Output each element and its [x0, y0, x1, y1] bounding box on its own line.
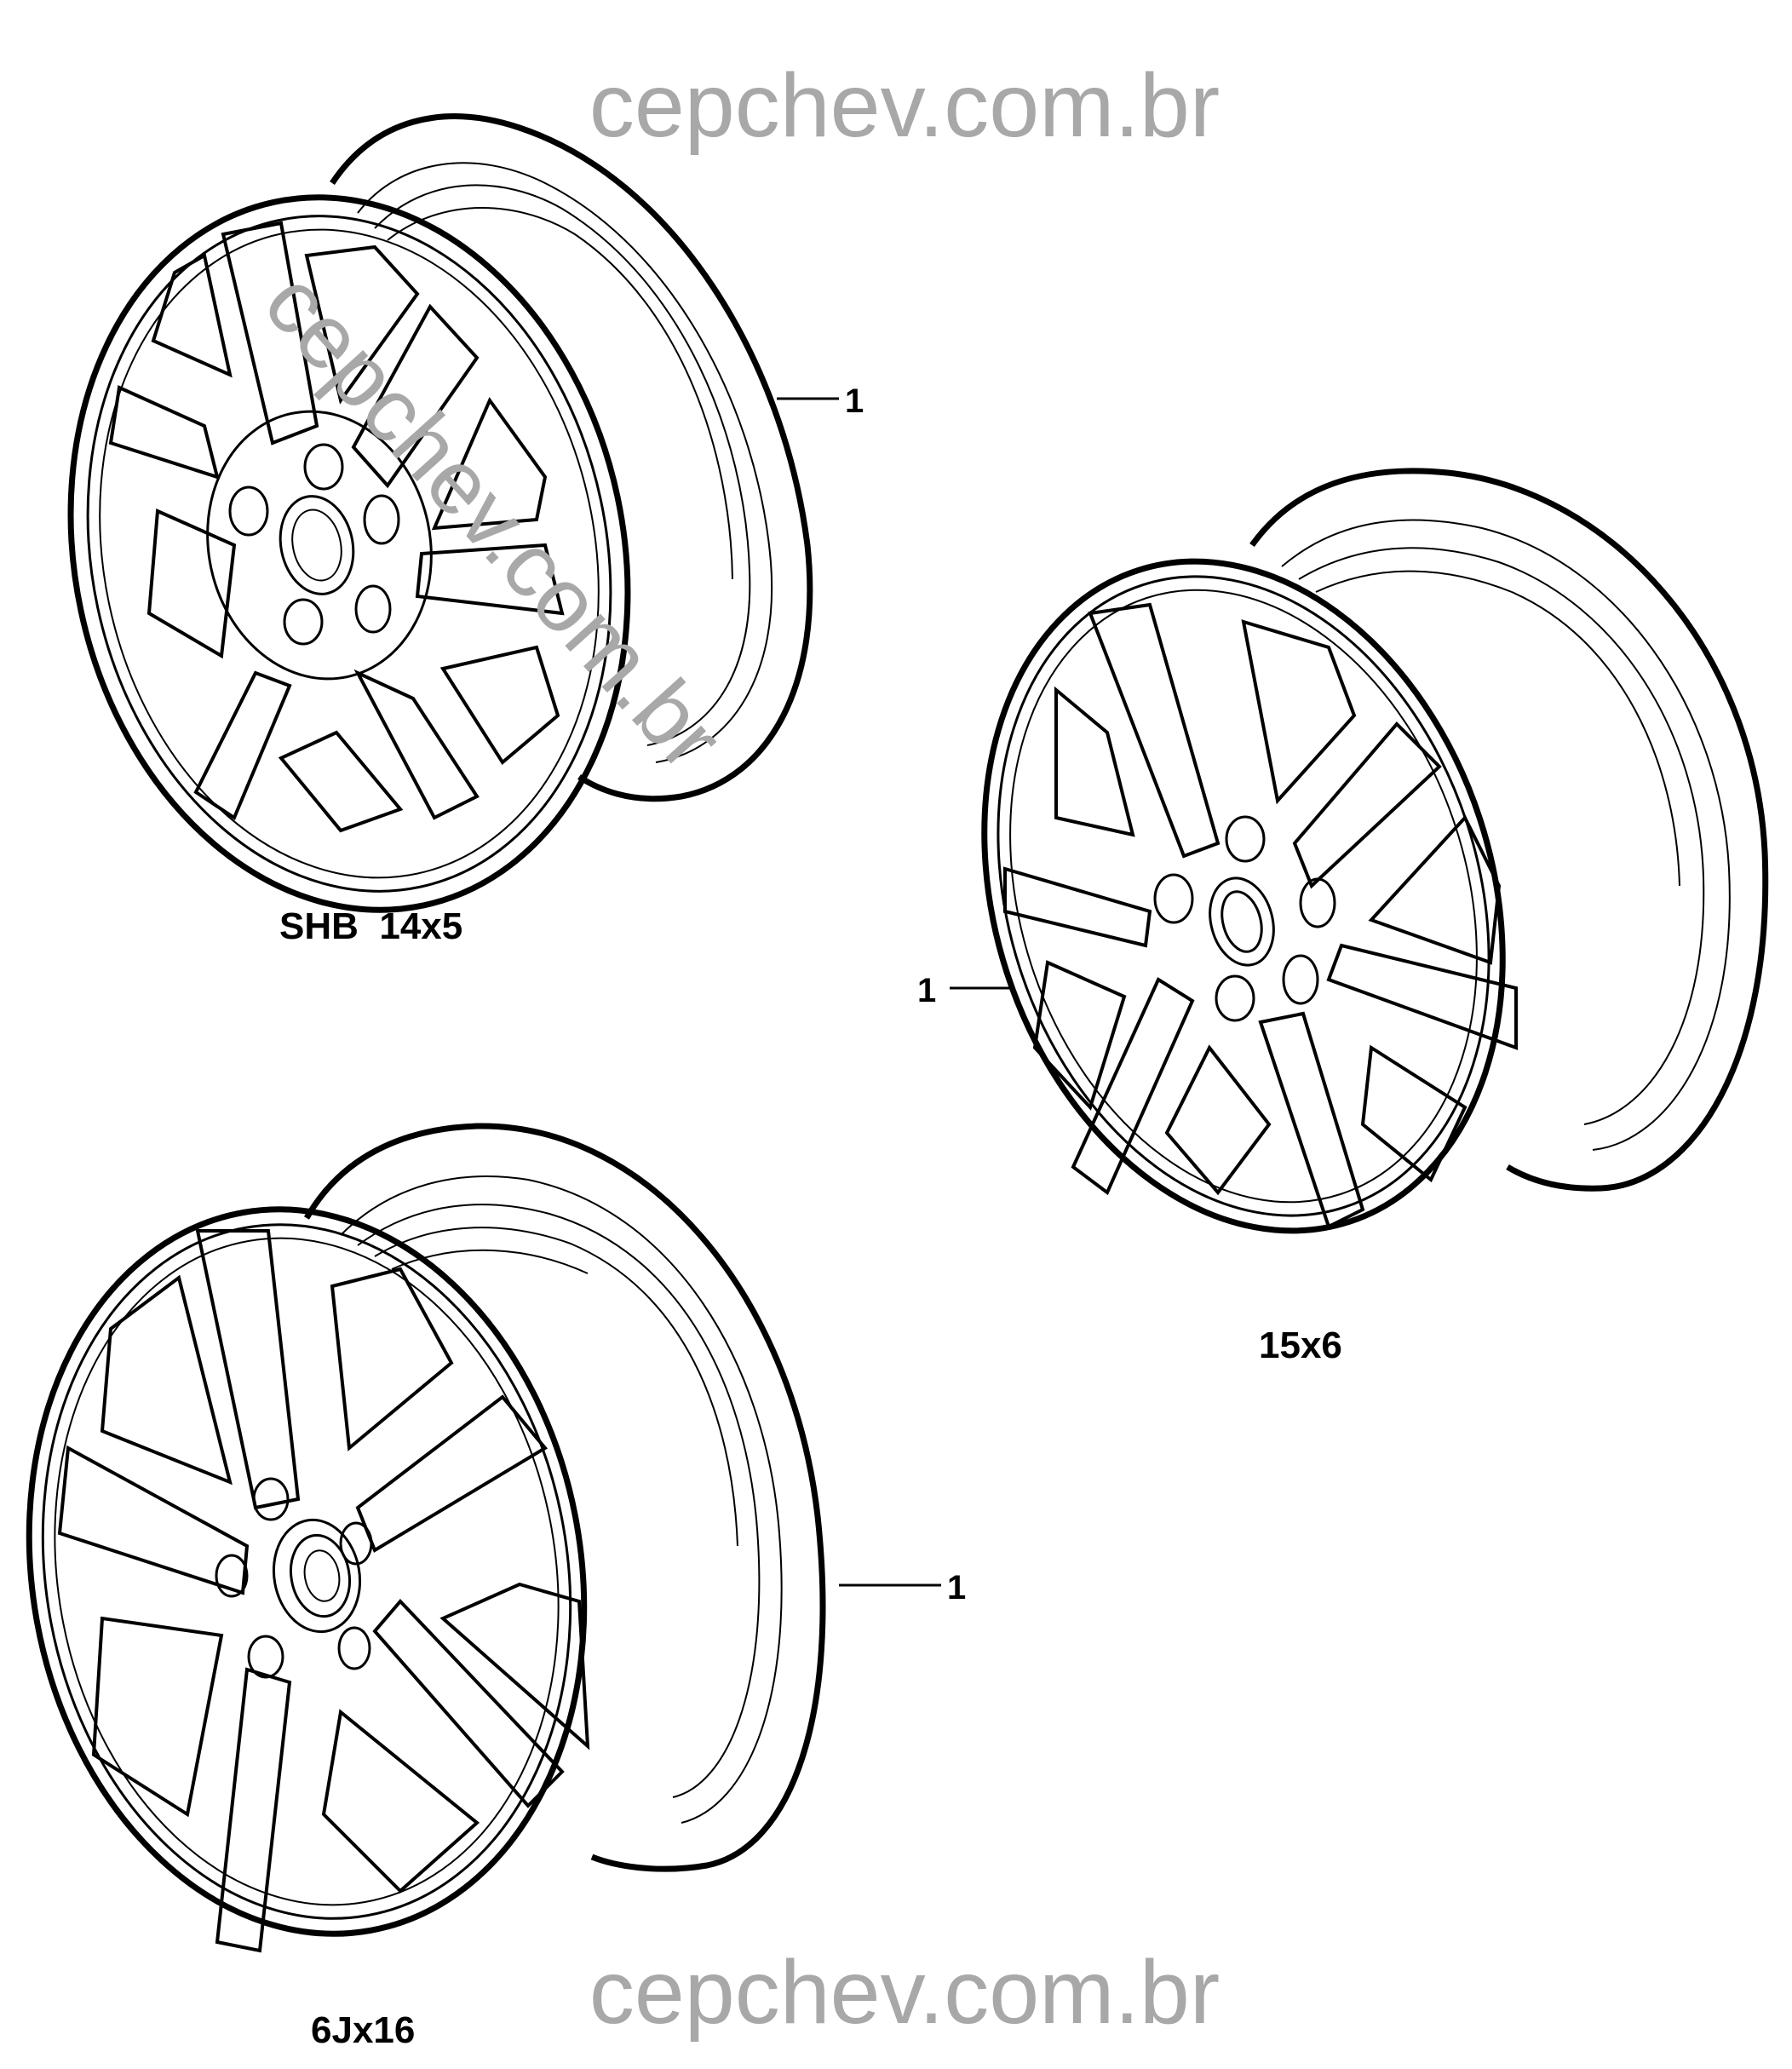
wheel-15x6 — [950, 468, 1769, 1234]
callout-number: 1 — [845, 382, 864, 420]
watermark-bottom: cepchev.com.br — [589, 1942, 1220, 2043]
wheel-size-label: SHB 14x5 — [279, 905, 462, 947]
watermark-diagonal: cepchev.com.br — [245, 252, 742, 788]
wheel-6jx16 — [26, 1123, 941, 1953]
callout-number: 1 — [917, 972, 936, 1009]
wheel-size-label: 15x6 — [1259, 1325, 1342, 1366]
watermark-top: cepchev.com.br — [589, 55, 1220, 156]
wheel-size-label: 6Jx16 — [311, 2009, 415, 2051]
wheel-shb-14x5 — [67, 113, 839, 913]
callout-number: 1 — [947, 1569, 966, 1606]
